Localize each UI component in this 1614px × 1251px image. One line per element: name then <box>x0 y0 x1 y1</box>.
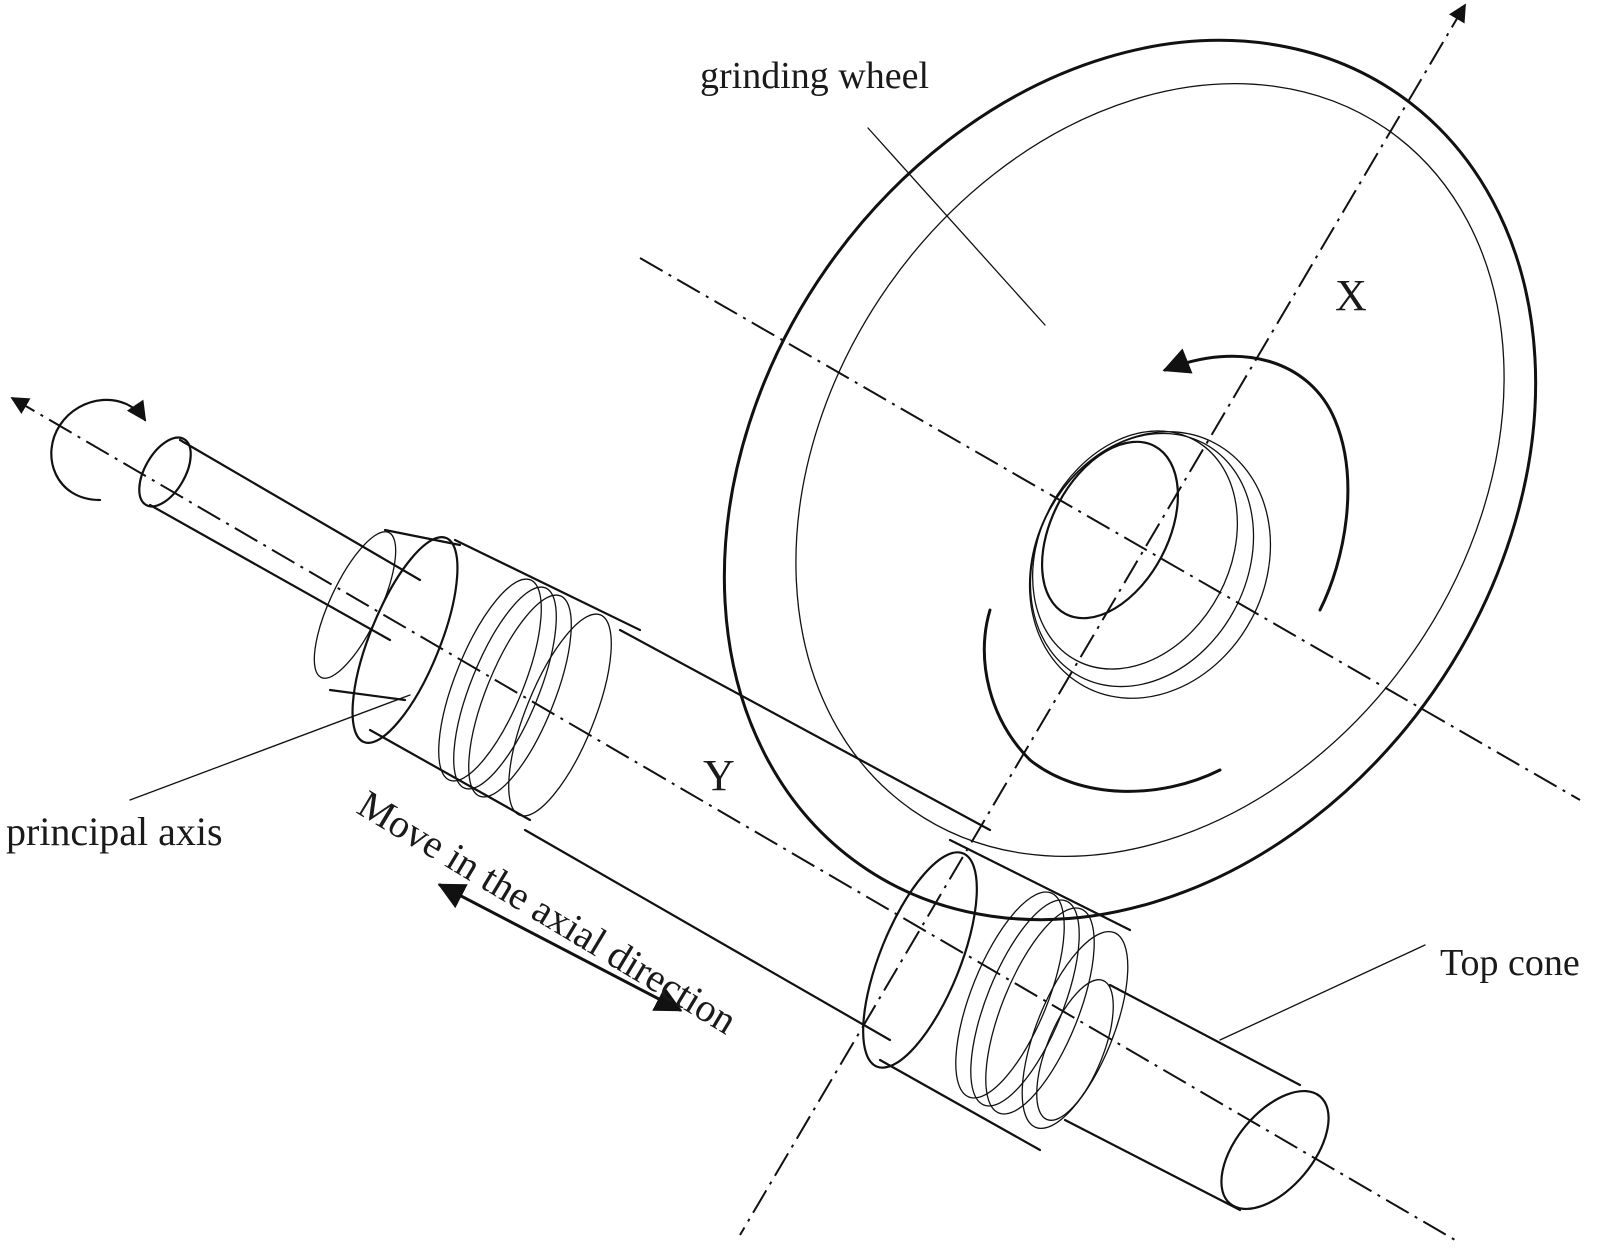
axial-move-arrow <box>437 883 683 1012</box>
shaft-body-center <box>523 628 992 1042</box>
shaft-body-left-face <box>351 536 459 744</box>
shaft-step-face <box>1036 979 1114 1121</box>
shaft-groove-right-2 <box>970 899 1080 1107</box>
shaft-groove-right-3 <box>985 907 1095 1115</box>
shaft-groove-left-4 <box>508 613 612 817</box>
label-axis-y: Y <box>703 751 735 800</box>
label-axis-x: X <box>1335 271 1367 320</box>
wheel-rotation-arrow-top <box>1162 348 1350 612</box>
leader-lines <box>129 127 1426 1041</box>
shaft-groove-right-4 <box>1021 930 1129 1130</box>
shaft-body-left <box>368 538 642 822</box>
shaft-body-right-face <box>862 851 978 1069</box>
axis-lines <box>10 3 1581 1241</box>
label-move-axial: Move in the axial direction <box>350 781 745 1043</box>
shaft-collar-1 <box>328 528 462 702</box>
wheel-hub-bore <box>1040 440 1180 620</box>
shaft-groove-left-1 <box>438 578 542 782</box>
wheel-hub-ring-3 <box>1028 431 1272 699</box>
wheel-axis-line <box>739 3 1466 1236</box>
shaft-rotation-arrow <box>50 398 147 502</box>
shaft-groove-left-3 <box>468 594 572 798</box>
principal-shaft <box>50 398 1330 1212</box>
label-grinding-wheel: grinding wheel <box>700 55 929 97</box>
wheel-face-ring <box>795 83 1505 857</box>
shaft-collar-1-face <box>313 531 397 679</box>
top-cone-shaft <box>1063 983 1302 1212</box>
shaft-left-end <box>138 436 192 508</box>
wheel-cross-axis-line <box>639 257 1581 801</box>
shaft-groove-left-2 <box>453 586 557 790</box>
leader-grinding-wheel <box>867 127 1046 326</box>
shaft-groove-right-1 <box>955 891 1065 1099</box>
wheel-outer-rim <box>722 38 1538 922</box>
label-top-cone: Top cone <box>1440 942 1580 984</box>
shaft-body-right <box>878 838 1132 1152</box>
grinding-wheel <box>722 38 1538 922</box>
label-principal-axis: principal axis <box>6 809 223 854</box>
top-cone-end-face <box>1220 1089 1330 1211</box>
wheel-rotation-arrow-bottom <box>982 608 1222 793</box>
shaft-left-stub <box>148 438 422 642</box>
leader-principal-axis <box>129 694 411 801</box>
leader-top-cone <box>1219 944 1426 1041</box>
shaft-axis-line <box>10 397 1456 1241</box>
